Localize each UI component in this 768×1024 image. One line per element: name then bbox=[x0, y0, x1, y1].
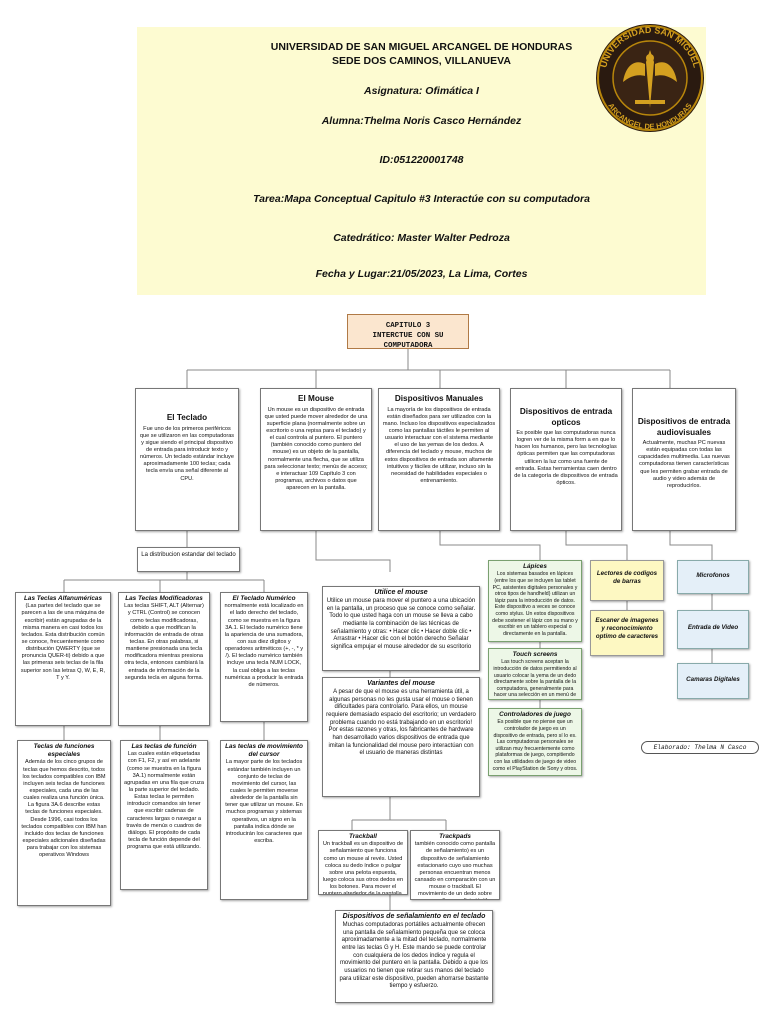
box-microfonos: Microfonos bbox=[677, 560, 749, 594]
box-body: A pesar de que el mouse es una herramien… bbox=[326, 688, 476, 757]
box-teclas-funcion: Las teclas de función Las cuales están e… bbox=[120, 740, 208, 890]
box-body: Las teclas SHIFT, ALT (Alternar) y CTRL … bbox=[124, 603, 204, 681]
box-title: El Teclado Numérico bbox=[232, 595, 296, 602]
archangel-figure-icon bbox=[623, 50, 677, 108]
box-variantes-mouse: Variantes del mouse A pesar de que el mo… bbox=[322, 677, 480, 797]
box-escaner: Escaner de imagenes y reconocimiento opt… bbox=[590, 610, 664, 656]
chapter-title-box: CAPITULO 3 INTERCTUE CON SU COMPUTADORA bbox=[347, 314, 469, 350]
box-title: Teclas de funciones especiales bbox=[33, 743, 95, 759]
box-body: Las cuales están etiquetadas con F1, F2,… bbox=[124, 751, 204, 851]
teacher-line: Catedrático: Master Walter Pedroza bbox=[333, 232, 510, 244]
box-text: Microfonos bbox=[696, 572, 730, 579]
box-teclas-alfanumericas: Las Teclas Alfanuméricas (Las partes del… bbox=[15, 592, 111, 726]
box-lapices: Lápices Los sistemas basados en lápices … bbox=[488, 560, 582, 642]
task-line: Tarea:Mapa Conceptual Capitulo #3 Intera… bbox=[253, 193, 590, 205]
distribucion-text: La distribucion estandar del teclado bbox=[141, 552, 236, 558]
box-body: también conocido como pantalla de señala… bbox=[414, 841, 496, 899]
box-teclas-funciones-especiales: Teclas de funciones especiales Además de… bbox=[17, 740, 111, 906]
chapter-title: INTERCTUE CON SU COMPUTADORA bbox=[372, 331, 444, 350]
box-senalamiento-teclado: Dispositivos de señalamiento en el tecla… bbox=[335, 910, 493, 1003]
box-body: Es posible que no piense que un controla… bbox=[492, 719, 578, 772]
category-body: Fue uno de los primeros periféricos que … bbox=[139, 425, 235, 482]
box-teclas-modificadoras: Las Teclas Modificadoras Las teclas SHIF… bbox=[118, 592, 210, 726]
box-body: Además de los cinco grupos de teclas que… bbox=[21, 759, 107, 859]
box-body: normalmente está localizado en el lado d… bbox=[224, 603, 304, 688]
box-body: Los sistemas basados en lápices (entre l… bbox=[492, 571, 578, 638]
box-entrada-video: Entrada de Video bbox=[677, 610, 749, 649]
box-title: Variantes del mouse bbox=[367, 680, 435, 687]
box-body: (Las partes del teclado que se parecen a… bbox=[20, 603, 106, 681]
box-body: Muchas computadoras portátiles actualmen… bbox=[339, 921, 489, 990]
box-title: Las Teclas Alfanuméricas bbox=[23, 595, 103, 602]
box-title: Trackball bbox=[349, 833, 377, 840]
university-seal-logo: UNIVERSIDAD SAN MIGUEL ARCANGEL DE HONDU… bbox=[596, 24, 704, 132]
author-credit: Elaborado: Thelma N Casco bbox=[641, 741, 759, 754]
box-trackball: Trackball Un trackball es un dispositivo… bbox=[318, 830, 408, 895]
box-title: Las teclas de movimiento del cursor bbox=[225, 743, 303, 759]
category-audiovisuales: Dispositivos de entrada audiovisuales Ac… bbox=[632, 388, 736, 531]
id-line: ID:051220001748 bbox=[379, 154, 464, 166]
category-body: Actualmente, muchas PC nuevas están equi… bbox=[638, 440, 730, 489]
box-title: Las Teclas Modificadoras bbox=[125, 595, 203, 602]
box-body: Utilice un mouse para mover el puntero a… bbox=[326, 597, 476, 650]
category-title: El Mouse bbox=[298, 394, 334, 403]
box-teclas-movimiento: Las teclas de movimiento del cursor La m… bbox=[220, 740, 308, 900]
category-mouse: El Mouse Un mouse es un dispositivo de e… bbox=[260, 388, 372, 531]
box-touch-screens: Touch screens Las touch screens aceptan … bbox=[488, 648, 582, 700]
category-title: Dispositivos Manuales bbox=[394, 394, 484, 403]
box-title: Touch screens bbox=[512, 651, 558, 658]
box-title: Las teclas de función bbox=[131, 743, 197, 750]
category-teclado: El Teclado Fue uno de los primeros perif… bbox=[135, 388, 239, 531]
category-body: Es posible que las computadoras nunca lo… bbox=[514, 430, 618, 487]
box-teclado-numerico: El Teclado Numérico normalmente está loc… bbox=[220, 592, 308, 722]
box-body: Las touch screens aceptan la introducció… bbox=[493, 659, 577, 699]
university-name: UNIVERSIDAD DE SAN MIGUEL ARCANGEL DE HO… bbox=[270, 41, 573, 53]
campus-name: SEDE DOS CAMINOS, VILLANUEVA bbox=[332, 55, 511, 67]
date-line: Fecha y Lugar:21/05/2023, La Lima, Corte… bbox=[315, 268, 528, 280]
box-body: Un trackball es un dispositivo de señala… bbox=[322, 841, 404, 895]
subject-line: Asignatura: Ofimática I bbox=[364, 85, 479, 97]
box-camaras-digitales: Camaras Digitales bbox=[677, 663, 749, 699]
box-title: Trackpads bbox=[439, 833, 471, 840]
category-title: El Teclado bbox=[166, 413, 208, 422]
box-text: Lectores de codigos de barras bbox=[596, 570, 658, 585]
box-text: Camaras Digitales bbox=[686, 676, 740, 683]
student-line: Alumna:Thelma Noris Casco Hernández bbox=[321, 115, 522, 127]
category-opticos: Dispositivos de entrada opticos Es posib… bbox=[510, 388, 622, 531]
chapter-number: CAPITULO 3 bbox=[385, 322, 431, 330]
category-body: La mayoría de los dispositivos de entrad… bbox=[382, 406, 496, 485]
box-controladores-juego: Controladores de juego Es posible que no… bbox=[488, 708, 582, 776]
box-title: Controladores de juego bbox=[499, 711, 571, 718]
box-text: Entrada de Video bbox=[687, 624, 739, 631]
box-text: Escaner de imagenes y reconocimiento opt… bbox=[595, 617, 659, 640]
box-title: Lápices bbox=[523, 563, 547, 570]
box-title: Dispositivos de señalamiento en el tecla… bbox=[342, 913, 486, 920]
box-distribucion: La distribucion estandar del teclado bbox=[137, 547, 240, 572]
box-lectores-codigos: Lectores de codigos de barras bbox=[590, 560, 664, 601]
box-trackpads: Trackpads también conocido como pantalla… bbox=[410, 830, 500, 900]
box-utilice-mouse: Utilice el mouse Utilice un mouse para m… bbox=[322, 586, 480, 671]
category-title: Dispositivos de entrada opticos bbox=[519, 407, 613, 427]
category-manuales: Dispositivos Manuales La mayoría de los … bbox=[378, 388, 500, 531]
box-title: Utilice el mouse bbox=[374, 589, 428, 596]
box-body: La mayor parte de los teclados estándar … bbox=[225, 759, 303, 845]
category-body: Un mouse es un dispositivo de entrada qu… bbox=[264, 406, 368, 492]
category-title: Dispositivos de entrada audiovisuales bbox=[637, 417, 731, 437]
